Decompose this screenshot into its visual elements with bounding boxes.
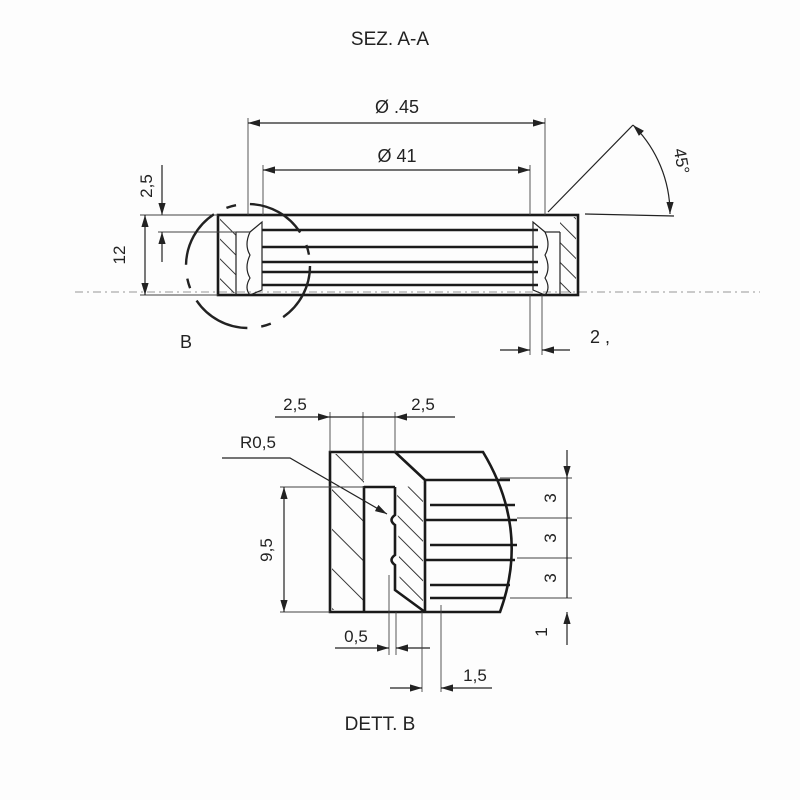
thread-grooves [246, 220, 549, 296]
detail-callout-label: B [180, 332, 192, 352]
detail-title: DETT. B [345, 714, 416, 735]
pitch-2-label: 3 [541, 533, 560, 542]
detail-view: 2,5 2,5 R0,5 9,5 3 3 3 1 0,5 1,5 D [222, 395, 572, 735]
right-wall-hatch [560, 217, 576, 293]
top-offset-label: 2,5 [137, 174, 156, 198]
detail-height-label: 9,5 [257, 538, 276, 562]
detail-offset-label: 1,5 [463, 666, 487, 685]
detail-outer-wall-hatch [332, 454, 364, 610]
height-label: 12 [110, 246, 129, 265]
chamfer-angle-label: 45° [670, 147, 693, 176]
detail-right-width-label: 2,5 [411, 395, 435, 414]
pitch-1-label: 3 [541, 493, 560, 502]
wall-thickness-label: 2 , [590, 327, 610, 347]
pitch-3-label: 3 [541, 573, 560, 582]
detail-thread-hatch [397, 482, 423, 608]
outer-diameter-label: Ø .45 [375, 97, 419, 117]
bottom-offset-label: 1 [532, 627, 551, 636]
section-view: SEZ. A-A Ø .45 Ø 41 [75, 29, 760, 355]
section-title: SEZ. A-A [351, 29, 429, 50]
chamfer-angle-dimension [632, 124, 674, 215]
radius-leader [222, 457, 388, 515]
ring-body [216, 213, 580, 297]
detail-outline [328, 450, 513, 614]
detail-b-callout-circle [184, 202, 312, 330]
inner-diameter-label: Ø 41 [377, 146, 416, 166]
detail-left-width-label: 2,5 [283, 395, 307, 414]
detail-gap-label: 0,5 [344, 627, 368, 646]
detail-radius-label: R0,5 [240, 433, 276, 452]
left-wall-hatch [220, 217, 236, 293]
detail-fins [425, 478, 517, 600]
